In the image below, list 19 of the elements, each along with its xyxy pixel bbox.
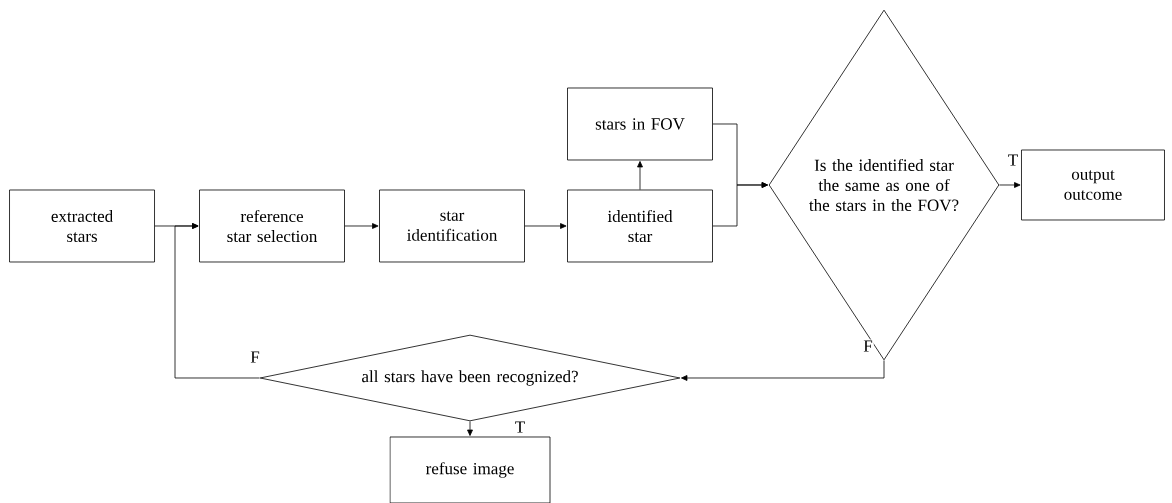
process-box: output outcome bbox=[1021, 149, 1165, 221]
process-box: refuse image bbox=[389, 436, 551, 503]
arrow bbox=[681, 360, 885, 381]
process-box: stars in FOV bbox=[567, 87, 713, 161]
arrow bbox=[999, 182, 1021, 188]
arrow bbox=[524, 223, 567, 229]
process-box: identified star bbox=[567, 189, 713, 263]
process-box: reference star selection bbox=[199, 189, 345, 263]
process-box: extracted stars bbox=[9, 189, 155, 263]
arrow bbox=[712, 182, 768, 227]
arrow bbox=[344, 223, 379, 229]
edge-label: F bbox=[249, 350, 261, 364]
edge-label: T bbox=[1006, 153, 1020, 167]
edge-label: T bbox=[513, 420, 527, 434]
edge-label: F bbox=[862, 339, 874, 353]
arrow bbox=[174, 223, 260, 379]
process-box: star identification bbox=[379, 189, 525, 263]
arrow bbox=[467, 421, 473, 436]
arrow bbox=[637, 161, 643, 190]
